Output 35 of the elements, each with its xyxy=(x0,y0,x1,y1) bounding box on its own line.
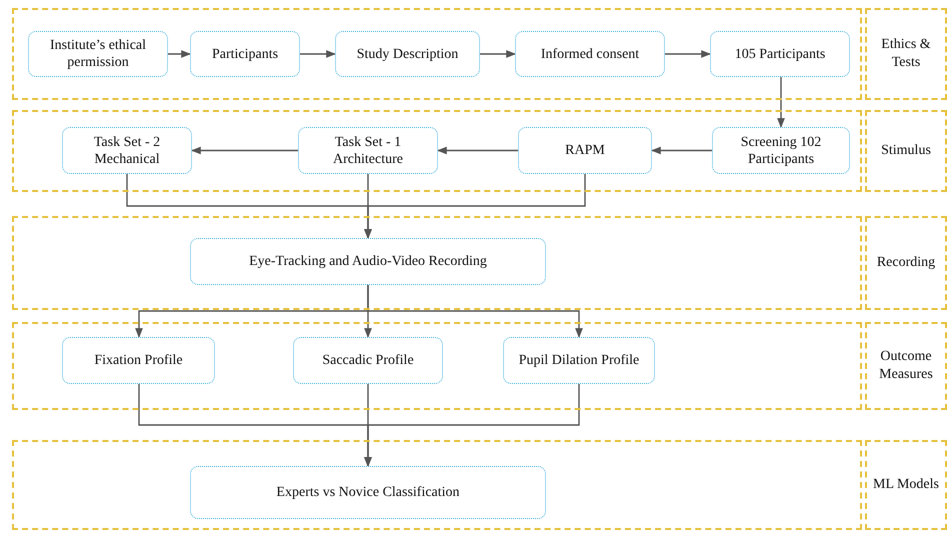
process-box: Eye-Tracking and Audio-Video Recording xyxy=(190,238,546,285)
stage-label-box: Recording xyxy=(865,216,947,310)
connector-arrow xyxy=(367,285,583,338)
connector-arrow xyxy=(437,146,518,154)
process-box: Task Set - 1 Architecture xyxy=(298,127,438,174)
stage-band xyxy=(12,8,862,100)
connector-arrow xyxy=(364,384,580,467)
process-box: Participants xyxy=(190,31,300,77)
process-box: Study Description xyxy=(335,31,480,77)
stage-label-box: Ethics & Tests xyxy=(865,8,947,100)
stage-band xyxy=(12,216,862,310)
stage-label-box: Outcome Measures xyxy=(865,322,947,410)
connector-arrow xyxy=(364,174,586,239)
process-box: Pupil Dilation Profile xyxy=(503,337,655,384)
connector-arrow xyxy=(480,50,516,58)
process-box: Saccadic Profile xyxy=(293,337,443,384)
process-box: RAPM xyxy=(518,127,652,174)
connector-arrow xyxy=(777,77,785,128)
connector-arrow xyxy=(191,146,298,154)
process-box: Institute’s ethical permission xyxy=(28,31,168,77)
stage-label-box: Stimulus xyxy=(865,110,947,192)
stage-band xyxy=(12,440,862,530)
connector-arrow xyxy=(665,50,711,58)
process-box: Task Set - 2 Mechanical xyxy=(62,127,192,174)
connector-arrow xyxy=(651,146,712,154)
connector-arrow xyxy=(168,50,191,58)
process-box: 105 Participants xyxy=(710,31,850,77)
process-box: Informed consent xyxy=(515,31,665,77)
stage-band xyxy=(12,110,862,192)
connector-arrow xyxy=(300,50,336,58)
process-box: Screening 102 Participants xyxy=(712,127,850,174)
stage-label-box: ML Models xyxy=(865,440,947,530)
process-box: Fixation Profile xyxy=(62,337,215,384)
process-box: Experts vs Novice Classification xyxy=(190,466,546,519)
stage-band xyxy=(12,322,862,410)
